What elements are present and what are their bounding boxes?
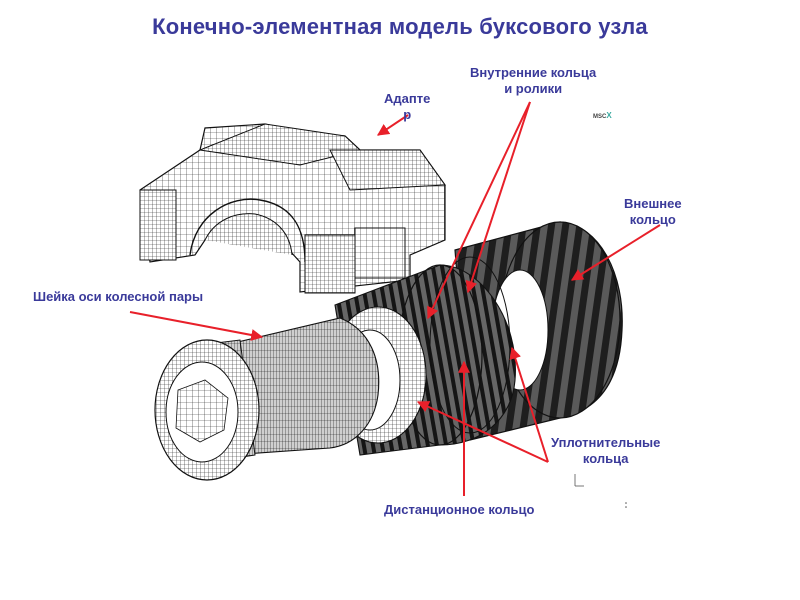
label-outer-ring: Внешнее кольцо [624,196,682,228]
msc-logo-mark: X [606,111,612,120]
axle-journal-mesh [154,317,380,481]
arrow-seal-rings-2 [509,346,549,463]
label-inner-rings-line1: Внутренние кольца [470,65,597,80]
arrow-seal-rings-1 [416,401,549,463]
label-outer-ring-line1: Внешнее [624,196,682,211]
label-inner-rings-line2: и ролики [504,81,563,96]
marker-dots [625,502,627,508]
label-adapter-line1: Адапте [384,91,431,106]
callout-arrows [129,101,661,496]
arrow-inner-rings-2 [465,101,531,294]
coordinate-axis-icon [574,474,584,487]
msc-logo-text: MSC [593,114,607,120]
label-spacer-ring: Дистанционное кольцо [384,502,535,517]
label-inner-rings: Внутренние кольца и ролики [470,65,596,97]
arrow-inner-rings-1 [427,101,531,320]
label-axle-journal: Шейка оси колесной пары [33,289,204,304]
label-seal-rings-line2: кольца [582,451,629,466]
arrow-outer-ring [570,224,661,281]
label-adapter: Адапте р [384,91,430,123]
page-title: Конечно-элементная модель буксового узла [152,14,648,39]
label-seal-rings-line1: Уплотнительные [551,435,661,450]
label-seal-rings: Уплотнительные кольца [551,435,660,467]
arrow-axle-journal [129,311,264,341]
adapter-mesh [139,123,446,294]
label-adapter-line2: р [403,107,412,122]
arrow-adapter [377,114,409,136]
msc-logo: MSCX [593,111,612,120]
label-outer-ring-line2: кольцо [629,212,676,227]
